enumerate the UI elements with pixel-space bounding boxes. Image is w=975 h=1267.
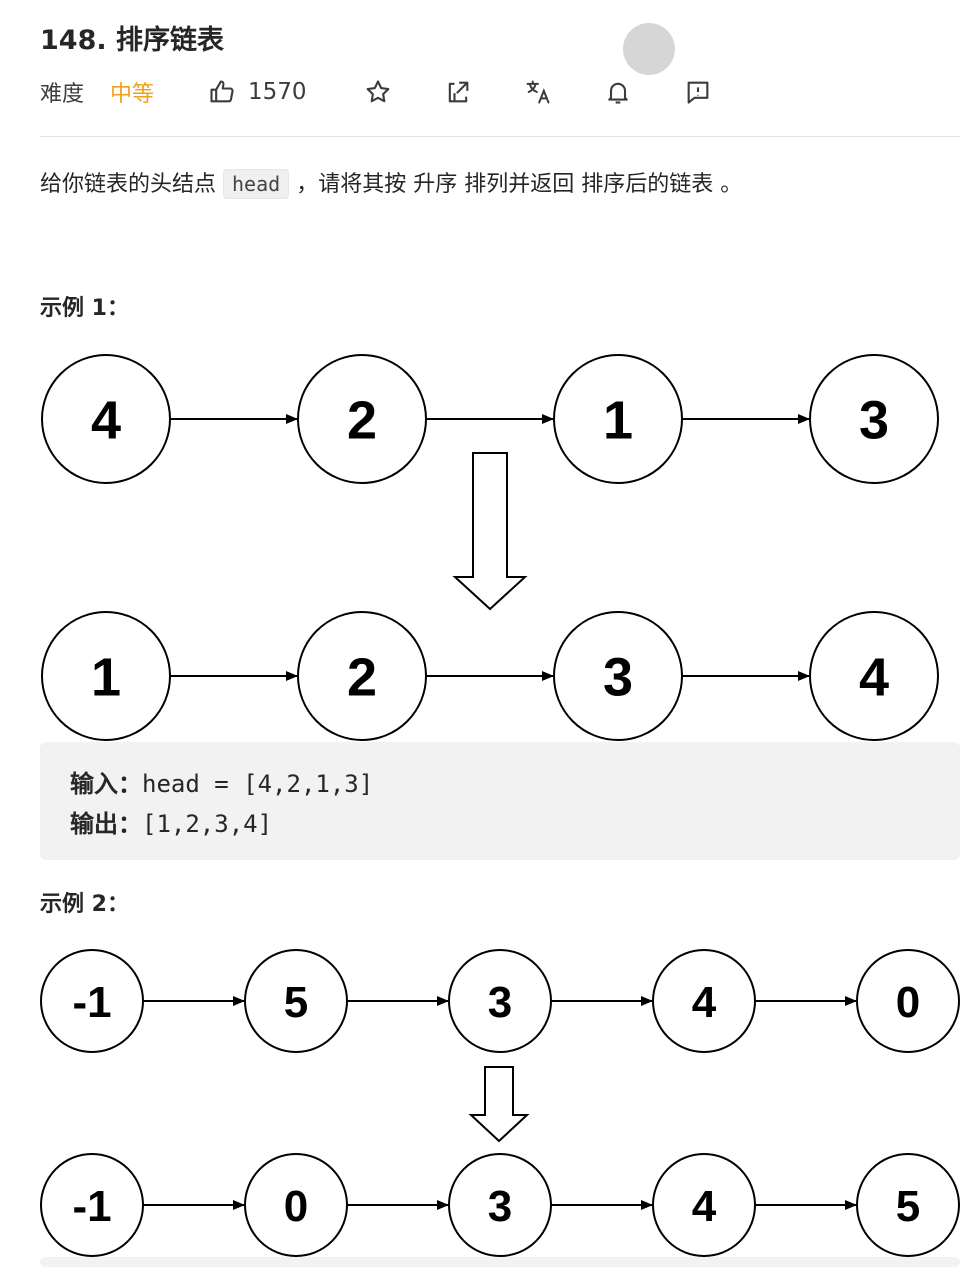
- node-value: -1: [72, 978, 111, 1027]
- after-list-node: 4: [652, 1153, 756, 1257]
- before-list-node: 1: [553, 354, 683, 484]
- node-value: 1: [91, 647, 121, 707]
- node-circle: [553, 611, 683, 741]
- node-circle: [448, 1153, 552, 1257]
- node-circle: [244, 949, 348, 1053]
- description-emphasis: 升序: [413, 172, 458, 197]
- before-list-node: 2: [297, 354, 427, 484]
- example-2-title: 示例 2：: [40, 892, 129, 917]
- node-circle: [652, 1153, 756, 1257]
- after-list-node: 3: [553, 611, 683, 741]
- after-list-node: -1: [40, 1153, 144, 1257]
- share-icon[interactable]: [444, 78, 472, 106]
- node-value: 5: [896, 1182, 920, 1231]
- node-circle: [40, 949, 144, 1053]
- node-value: 4: [692, 1182, 717, 1231]
- node-circle: [652, 949, 756, 1053]
- node-value: 3: [859, 390, 889, 450]
- node-circle: [297, 354, 427, 484]
- node-circle: [856, 949, 960, 1053]
- node-circle: [40, 1153, 144, 1257]
- node-value: 3: [488, 978, 512, 1027]
- after-list-node: 4: [809, 611, 939, 741]
- example-2-diagram: -1 5 3 4 0 -1 0 3 4 5: [40, 949, 960, 1257]
- node-value: 3: [488, 1182, 512, 1231]
- example-1-io-block: 输入：head = [4,2,1,3] 输出：[1,2,3,4]: [40, 742, 960, 860]
- after-list-node: 2: [297, 611, 427, 741]
- example-1-output-line: 输出：[1,2,3,4]: [70, 804, 272, 839]
- node-circle: [41, 354, 171, 484]
- before-list-node: 4: [41, 354, 171, 484]
- example-1-diagram: 4 2 1 3 1 2 3 4: [41, 354, 939, 741]
- example-2-io-block: [40, 1257, 960, 1267]
- after-list-node: 1: [41, 611, 171, 741]
- node-value: 1: [603, 390, 633, 450]
- like-button[interactable]: 1570: [208, 76, 307, 108]
- node-value: 0: [896, 978, 920, 1027]
- after-list-node: 0: [244, 1153, 348, 1257]
- problem-description: 给你链表的头结点 head ，请将其按 升序 排列并返回 排序后的链表 。: [40, 164, 960, 205]
- thumbs-up-icon: [208, 78, 236, 106]
- description-emphasis: 排序后的链表: [581, 172, 714, 197]
- header-divider: [40, 136, 960, 137]
- node-value: 4: [692, 978, 717, 1027]
- difficulty-badge: 中等: [110, 82, 155, 107]
- before-list-node: -1: [40, 949, 144, 1053]
- star-icon[interactable]: [364, 78, 392, 106]
- input-label: 输入：: [70, 770, 142, 798]
- after-list-node: 5: [856, 1153, 960, 1257]
- like-count: 1570: [248, 79, 307, 105]
- node-circle: [856, 1153, 960, 1257]
- before-list-node: 3: [809, 354, 939, 484]
- node-circle: [41, 611, 171, 741]
- before-list-node: 5: [244, 949, 348, 1053]
- transform-arrow: [468, 1066, 530, 1143]
- description-text: 。: [720, 172, 743, 197]
- problem-meta-bar: 难度 中等 1570: [40, 72, 960, 112]
- description-text: ，请将其按: [296, 172, 407, 197]
- example-1-input-line: 输入：head = [4,2,1,3]: [70, 764, 373, 799]
- output-label: 输出：: [70, 810, 142, 838]
- feedback-icon[interactable]: [684, 78, 712, 106]
- node-circle: [809, 354, 939, 484]
- before-list-node: 3: [448, 949, 552, 1053]
- node-value: 0: [284, 1182, 308, 1231]
- input-value: head = [4,2,1,3]: [142, 770, 374, 798]
- transform-arrow: [452, 452, 528, 611]
- node-value: 2: [347, 647, 377, 707]
- node-circle: [244, 1153, 348, 1257]
- description-text: 排列并返回: [464, 172, 575, 197]
- node-value: 4: [91, 390, 121, 450]
- after-list-node: 3: [448, 1153, 552, 1257]
- inline-code-head: head: [223, 169, 290, 199]
- bell-icon[interactable]: [604, 78, 632, 106]
- node-circle: [809, 611, 939, 741]
- node-circle: [448, 949, 552, 1053]
- example-1-title: 示例 1：: [40, 296, 129, 321]
- node-circle: [297, 611, 427, 741]
- output-value: [1,2,3,4]: [142, 810, 273, 838]
- difficulty-label: 难度: [40, 82, 85, 107]
- touch-indicator: [623, 23, 675, 75]
- node-value: 3: [603, 647, 633, 707]
- node-value: 5: [284, 978, 308, 1027]
- node-value: -1: [72, 1182, 111, 1231]
- description-text: 给你链表的头结点: [40, 172, 217, 197]
- node-circle: [553, 354, 683, 484]
- node-value: 2: [347, 390, 377, 450]
- problem-title: 148. 排序链表: [40, 25, 225, 56]
- node-value: 4: [859, 647, 889, 707]
- before-list-node: 4: [652, 949, 756, 1053]
- before-list-node: 0: [856, 949, 960, 1053]
- translate-icon[interactable]: [524, 78, 552, 106]
